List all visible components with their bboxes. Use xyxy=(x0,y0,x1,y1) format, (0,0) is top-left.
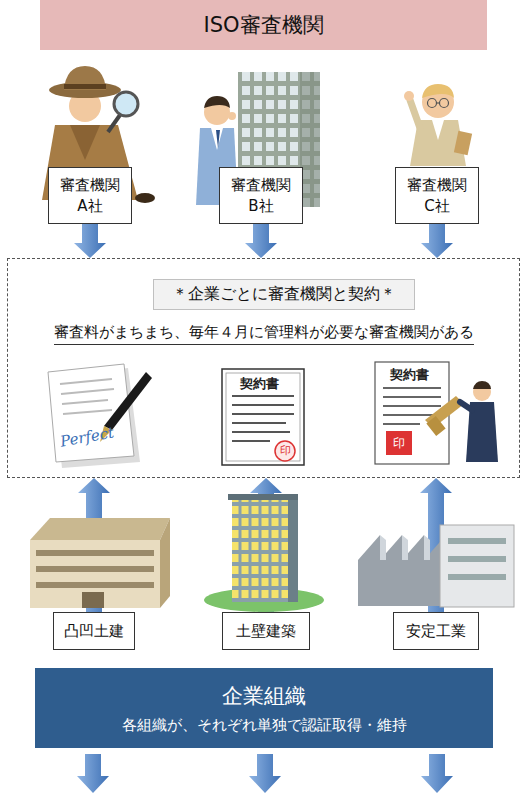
node-text: 各組織が、それぞれ単独で認証取得・維持 xyxy=(43,716,485,735)
label-text: 契約書 xyxy=(240,377,279,390)
building-illustration xyxy=(30,518,170,608)
node-text: 安定工業 xyxy=(398,621,474,641)
contract-illustration xyxy=(375,362,498,464)
note-box: ＊企業ごとに審査機関と契約＊ xyxy=(153,279,415,310)
block-arrow xyxy=(74,224,106,258)
down-arrow xyxy=(77,754,453,793)
node-text: ISO審査機関 xyxy=(40,11,487,39)
node-text: 審査機関 C社 xyxy=(400,175,474,216)
factory-illustration xyxy=(358,525,514,607)
agency-box: 審査機関 C社 xyxy=(395,167,479,224)
contract-illustration xyxy=(222,369,304,465)
label-text: 印 xyxy=(393,437,405,449)
contract-illustration xyxy=(48,364,152,468)
agency-box: 審査機関 B社 xyxy=(219,167,303,224)
label-text: 印 xyxy=(280,445,291,456)
node-text: 審査機関 A社 xyxy=(53,175,127,216)
building-illustration xyxy=(204,494,324,612)
company-box: 土壁建築 xyxy=(222,612,310,650)
agency-box: 審査機関 A社 xyxy=(48,167,132,224)
label-text: 契約書 xyxy=(390,368,429,381)
company-box: 安定工業 xyxy=(393,612,479,650)
company-box: 凸凹土建 xyxy=(53,612,135,650)
label-text: Perfect xyxy=(59,425,115,449)
title-band: ISO審査機関 xyxy=(40,0,487,50)
node-text: 企業組織 xyxy=(43,682,485,710)
node-text: 土壁建築 xyxy=(227,621,305,641)
block-arrow xyxy=(421,224,453,258)
node-text: 審査料がまちまち、毎年４月に管理料が必要な審査機関がある xyxy=(54,323,474,345)
block-arrow xyxy=(245,224,277,258)
node-text: 審査機関 B社 xyxy=(224,175,298,216)
org-band: 企業組織各組織が、それぞれ単独で認証取得・維持 xyxy=(35,668,493,748)
inspector-figure xyxy=(404,84,472,166)
node-text: ＊企業ごとに審査機関と契約＊ xyxy=(160,284,408,305)
node-text: 凸凹土建 xyxy=(58,621,130,641)
